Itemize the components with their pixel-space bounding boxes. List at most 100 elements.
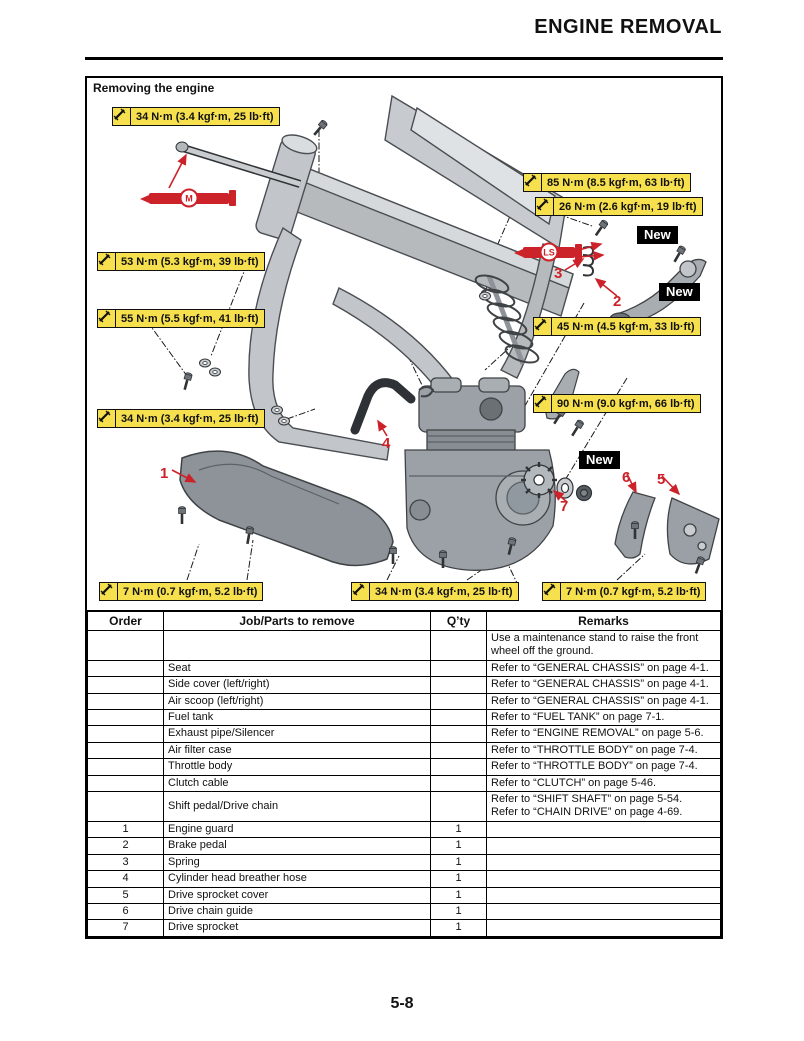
job-cell: Fuel tank bbox=[163, 709, 431, 727]
torque-wrench-icon bbox=[352, 583, 370, 600]
qty-cell bbox=[430, 791, 487, 822]
table-row: Fuel tank Refer to “FUEL TANK” on page 7-… bbox=[87, 709, 721, 727]
remarks-cell: Refer to “GENERAL CHASSIS” on page 4-1. bbox=[486, 692, 721, 711]
job-cell: Shift pedal/Drive chain bbox=[163, 791, 431, 822]
torque-label: 7 N·m (0.7 kgf·m, 5.2 lb·ft) bbox=[99, 582, 264, 601]
qty-cell bbox=[430, 725, 487, 743]
torque-label: 34 N·m (3.4 kgf·m, 25 lb·ft) bbox=[351, 582, 519, 601]
qty-cell bbox=[430, 676, 487, 694]
table-row: Seat Refer to “GENERAL CHASSIS” on page 4… bbox=[87, 659, 721, 678]
torque-wrench-icon bbox=[98, 310, 116, 327]
torque-label: 45 N·m (4.5 kgf·m, 33 lb·ft) bbox=[533, 317, 701, 336]
torque-wrench-icon bbox=[536, 198, 554, 215]
torque-wrench-icon bbox=[98, 253, 116, 270]
page-number: 5-8 bbox=[390, 995, 414, 1012]
job-cell: Drive sprocket bbox=[163, 919, 431, 937]
torque-value: 90 N·m (9.0 kgf·m, 66 lb·ft) bbox=[557, 397, 695, 410]
new-part-badge: New bbox=[579, 451, 620, 469]
new-part-badge: New bbox=[659, 283, 700, 301]
torque-value: 26 N·m (2.6 kgf·m, 19 lb·ft) bbox=[559, 200, 697, 213]
column-header: Order bbox=[87, 610, 164, 631]
exploded-diagram: Removing the engine bbox=[87, 78, 721, 610]
remarks-cell: Refer to “FUEL TANK” on page 7-1. bbox=[486, 709, 721, 727]
table-row: Side cover (left/right)Refer to “GENERAL… bbox=[87, 676, 721, 694]
order-cell bbox=[87, 692, 164, 711]
remarks-cell bbox=[486, 837, 721, 855]
order-cell bbox=[87, 741, 164, 760]
job-cell: Air scoop (left/right) bbox=[163, 692, 431, 711]
order-cell bbox=[87, 758, 164, 776]
job-cell: Air filter case bbox=[163, 741, 431, 760]
torque-label: 53 N·m (5.3 kgf·m, 39 lb·ft) bbox=[97, 252, 265, 271]
table-row: Air filter case Refer to “THROTTLE BODY” … bbox=[87, 741, 721, 760]
table-row: Clutch cable Refer to “CLUTCH” on page 5-… bbox=[87, 774, 721, 793]
torque-label: 85 N·m (8.5 kgf·m, 63 lb·ft) bbox=[523, 173, 691, 192]
torque-wrench-icon bbox=[98, 410, 116, 427]
remarks-cell bbox=[486, 870, 721, 888]
grease-type-label: M bbox=[179, 188, 199, 208]
torque-value: 7 N·m (0.7 kgf·m, 5.2 lb·ft) bbox=[566, 585, 701, 598]
job-cell: Drive sprocket cover bbox=[163, 886, 431, 904]
job-cell: Exhaust pipe/Silencer bbox=[163, 725, 431, 743]
part-number-callout: 2 bbox=[613, 293, 622, 310]
part-number-callout: 4 bbox=[382, 435, 391, 452]
job-cell: Engine guard bbox=[163, 820, 431, 839]
table-row: Use a maintenance stand to raise the fro… bbox=[87, 630, 721, 661]
order-cell bbox=[87, 659, 164, 678]
qty-cell: 1 bbox=[430, 837, 487, 855]
column-header: Remarks bbox=[486, 610, 721, 631]
diagram-overlay: 34 N·m (3.4 kgf·m, 25 lb·ft) 85 N·m (8.5 … bbox=[87, 78, 721, 610]
qty-cell: 1 bbox=[430, 902, 487, 921]
torque-label: 26 N·m (2.6 kgf·m, 19 lb·ft) bbox=[535, 197, 703, 216]
job-cell: Brake pedal bbox=[163, 837, 431, 855]
torque-wrench-icon bbox=[524, 174, 542, 191]
torque-value: 85 N·m (8.5 kgf·m, 63 lb·ft) bbox=[547, 176, 685, 189]
torque-value: 55 N·m (5.5 kgf·m, 41 lb·ft) bbox=[121, 312, 259, 325]
job-cell: Clutch cable bbox=[163, 774, 431, 793]
qty-cell bbox=[430, 630, 487, 661]
order-cell: 2 bbox=[87, 837, 164, 855]
qty-cell bbox=[430, 709, 487, 727]
remarks-cell bbox=[486, 853, 721, 872]
torque-label: 90 N·m (9.0 kgf·m, 66 lb·ft) bbox=[533, 394, 701, 413]
remarks-cell: Refer to “GENERAL CHASSIS” on page 4-1. bbox=[486, 659, 721, 678]
order-cell: 3 bbox=[87, 853, 164, 872]
job-cell: Seat bbox=[163, 659, 431, 678]
remarks-cell: Refer to “THROTTLE BODY” on page 7-4. bbox=[486, 741, 721, 760]
remarks-cell: Refer to “SHIFT SHAFT” on page 5-54. Ref… bbox=[486, 791, 721, 822]
torque-value: 34 N·m (3.4 kgf·m, 25 lb·ft) bbox=[375, 585, 513, 598]
order-cell bbox=[87, 774, 164, 793]
part-number-callout: 6 bbox=[622, 469, 631, 486]
order-cell: 6 bbox=[87, 902, 164, 921]
torque-value: 45 N·m (4.5 kgf·m, 33 lb·ft) bbox=[557, 320, 695, 333]
qty-cell bbox=[430, 692, 487, 711]
table-row: Shift pedal/Drive chain Refer to “SHIFT S… bbox=[87, 791, 721, 822]
remarks-cell bbox=[486, 919, 721, 937]
qty-cell: 1 bbox=[430, 853, 487, 872]
parts-table-body: Use a maintenance stand to raise the fro… bbox=[87, 630, 721, 937]
qty-cell bbox=[430, 758, 487, 776]
remarks-cell: Use a maintenance stand to raise the fro… bbox=[486, 630, 721, 661]
remarks-cell: Refer to “CLUTCH” on page 5-46. bbox=[486, 774, 721, 793]
job-cell: Throttle body bbox=[163, 758, 431, 776]
qty-cell: 1 bbox=[430, 870, 487, 888]
torque-label: 55 N·m (5.5 kgf·m, 41 lb·ft) bbox=[97, 309, 265, 328]
remarks-cell bbox=[486, 886, 721, 904]
grease-type-label: LS bbox=[539, 242, 559, 262]
order-cell bbox=[87, 676, 164, 694]
qty-cell: 1 bbox=[430, 820, 487, 839]
qty-cell bbox=[430, 659, 487, 678]
job-cell: Spring bbox=[163, 853, 431, 872]
